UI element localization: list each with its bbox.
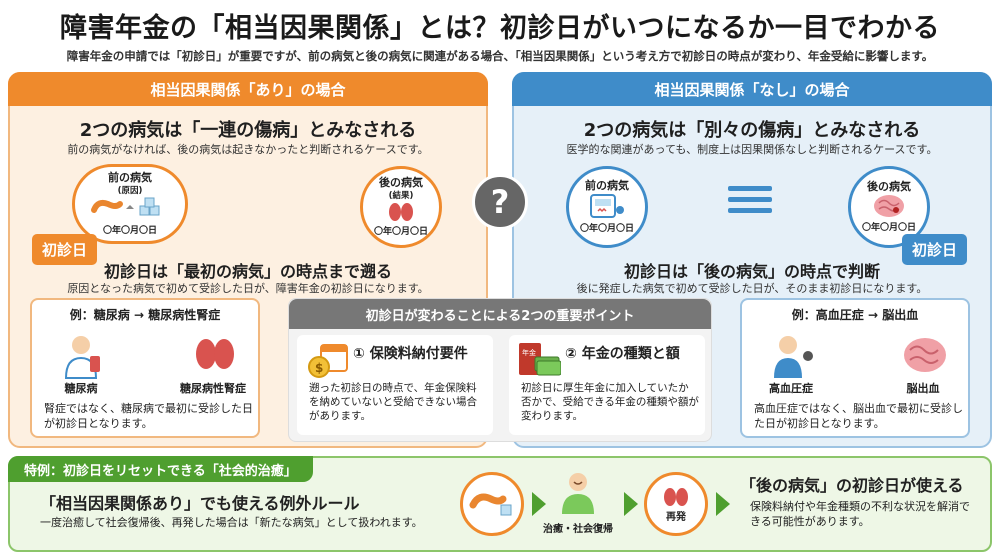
special-desc: 一度治癒して社会復帰後、再発した場合は「新たな病気」として扱われます。 xyxy=(40,516,423,529)
example-a-yes: 糖尿病 xyxy=(64,382,98,395)
key-points-header: 初診日が変わることによる2つの重要ポイント xyxy=(289,299,711,329)
point2-desc: 初診日に厚生年金に加入していたか否かで、受給できる年金の種類や額が変わります。 xyxy=(521,382,699,423)
example-b-yes: 糖尿病性腎症 xyxy=(180,382,246,395)
point1-title: ① 保険料納付要件 xyxy=(353,346,468,362)
point-card-1: $ ① 保険料納付要件 遡った初診日の時点で、年金保険料を納めていないと受給でき… xyxy=(297,335,493,435)
example-box-yes: 例：糖尿病 → 糖尿病性腎症 糖尿病 糖尿病性腎症 腎症ではなく、糖尿病で最初に… xyxy=(30,298,260,438)
heading-no: 2つの病気は「別々の傷病」とみなされる xyxy=(583,120,921,141)
prev-disease-circle: 前の病気 (原因) 〇年〇月〇日 xyxy=(72,164,188,244)
example-desc-yes: 腎症ではなく、糖尿病で最初に受診した日が初診日となります。 xyxy=(44,402,253,430)
prev-disease-circle-no: 前の病気 〇年〇月〇日 xyxy=(566,166,648,248)
arrow-right-icon-2 xyxy=(624,492,638,516)
point2-title: ② 年金の種類と額 xyxy=(565,346,680,362)
prev-disease-label: 前の病気 xyxy=(108,170,152,184)
point-card-2: 年金 ② 年金の種類と額 初診日に厚生年金に加入していたか否かで、受給できる年金… xyxy=(509,335,705,435)
arrow-right-icon-1 xyxy=(532,492,546,516)
special-result-desc: 保険料納付や年金種類の不利な状況を解消できる可能性があります。 xyxy=(750,500,970,528)
coins-calendar-icon: $ xyxy=(308,344,348,378)
equivalence-icon xyxy=(728,186,772,219)
patient-bp-icon xyxy=(774,336,813,378)
special-heading: 「相当因果関係あり」でも使える例外ルール xyxy=(40,494,360,513)
conclusion-yes: 初診日は「最初の病気」の時点まで遡る xyxy=(103,262,392,281)
page-title: 障害年金の「相当因果関係」とは？初診日がいつになるか一目でわかる xyxy=(60,13,940,44)
pension-book-text: 年金 xyxy=(522,348,536,357)
heading-yes: 2つの病気は「一連の傷病」とみなされる xyxy=(79,120,417,141)
next-disease-date: 〇年〇月〇日 xyxy=(373,227,428,238)
prev-disease-label-no: 前の病気 xyxy=(585,178,629,192)
pension-book-icon: 年金 xyxy=(519,343,561,376)
page-subtitle: 障害年金の申請では「初診日」が重要ですが、前の病気と後の病気に関連がある場合、「… xyxy=(66,49,934,63)
step3-caption: 再発 xyxy=(666,511,686,523)
key-points-box: 初診日が変わることによる2つの重要ポイント $ ① 保険料納付要件 遡った初診日… xyxy=(288,298,712,442)
desc-yes: 前の病気がなければ、後の病気は起きなかったと判断されるケースです。 xyxy=(67,143,429,156)
example-title-no: 例：高血圧症 → 脳出血 xyxy=(791,308,919,322)
prev-disease-date-no: 〇年〇月〇日 xyxy=(579,224,634,235)
doctor-icon xyxy=(64,336,100,379)
special-rule-box: 特例：初診日をリセットできる「社会的治癒」 「相当因果関係あり」でも使える例外ル… xyxy=(8,456,992,552)
first-visit-badge-right: 初診日 xyxy=(902,234,968,265)
recovered-person-icon xyxy=(562,473,594,514)
example-desc-no: 高血圧症ではなく、脳出血で最初に受診した日が初診日となります。 xyxy=(754,402,963,430)
conclusion-desc-yes: 原因となった病気で初めて受診した日が、障害年金の初診日になります。 xyxy=(67,282,429,295)
step2-caption: 治癒・社会復帰 xyxy=(543,524,613,535)
next-disease-circle: 後の病気 (結果) 〇年〇月〇日 xyxy=(360,166,442,248)
example-a-no: 高血圧症 xyxy=(769,382,813,395)
kidney-example-icon xyxy=(196,339,234,369)
desc-no: 医学的な関連があっても、制度上は因果関係なしと判断されるケースです。 xyxy=(566,143,938,156)
example-box-no: 例：高血圧症 → 脳出血 高血圧症 脳出血 高血圧症ではなく、脳出血で最初に受診… xyxy=(740,298,970,438)
next-disease-sub: (結果) xyxy=(388,191,414,202)
conclusion-desc-no: 後に発症した病気で初めて受診した日が、そのまま初診日になります。 xyxy=(576,282,928,295)
conclusion-no: 初診日は「後の病気」の時点で判断 xyxy=(623,262,880,281)
special-header: 特例：初診日をリセットできる「社会的治癒」 xyxy=(8,456,313,482)
next-disease-label-no: 後の病気 xyxy=(867,179,911,193)
point1-desc: 遡った初診日の時点で、年金保険料を納めていないと受給できない場合があります。 xyxy=(309,382,477,423)
special-result-heading: 「後の病気」の初診日が使える xyxy=(740,476,964,495)
svg-text:$: $ xyxy=(315,361,323,375)
example-b-no: 脳出血 xyxy=(906,382,940,395)
brain-example-icon xyxy=(904,338,946,372)
panel-header-no: 相当因果関係「なし」の場合 xyxy=(512,72,992,106)
relapse-kidney-icon: 再発 xyxy=(644,472,708,536)
kidney-icon xyxy=(389,203,413,222)
panel-header-yes: 相当因果関係「あり」の場合 xyxy=(8,72,488,106)
prev-disease-date: 〇年〇月〇日 xyxy=(102,226,157,237)
pancreas-cube-step-icon xyxy=(460,472,524,536)
next-disease-date-no: 〇年〇月〇日 xyxy=(861,223,916,234)
brain-icon xyxy=(874,195,904,218)
arrow-right-icon-3 xyxy=(716,492,730,516)
question-mark-icon: ? xyxy=(472,174,528,230)
blood-pressure-monitor-icon xyxy=(590,194,624,219)
pancreas-cubes-icon xyxy=(91,197,160,216)
first-visit-badge-left: 初診日 xyxy=(32,234,98,265)
example-title-yes: 例：糖尿病 → 糖尿病性腎症 xyxy=(69,308,221,322)
next-disease-label: 後の病気 xyxy=(379,175,423,189)
prev-disease-sub: (原因) xyxy=(117,186,143,197)
